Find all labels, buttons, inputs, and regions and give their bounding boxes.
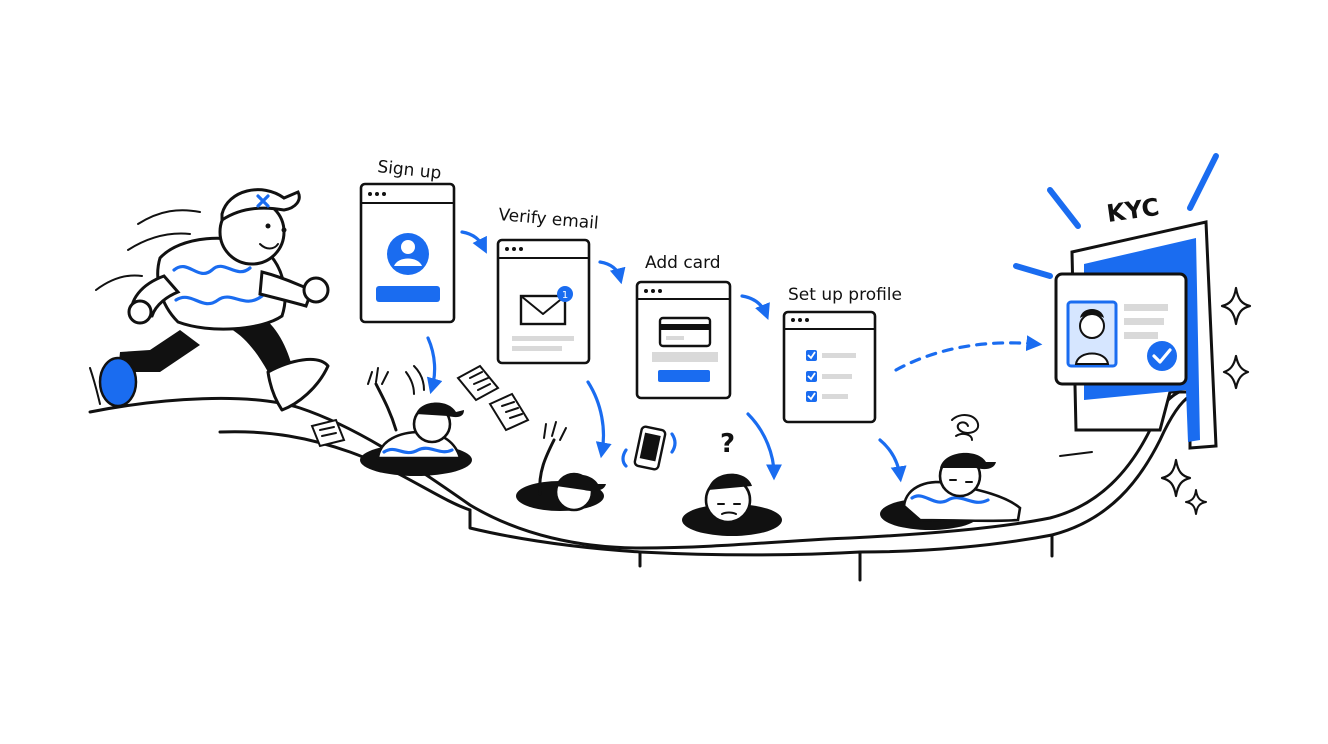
sparkle-icon — [1185, 489, 1207, 515]
drop-off-sign-up — [310, 364, 530, 476]
step-label: Verify email — [498, 205, 600, 234]
winding-path — [88, 386, 1192, 582]
drop-off-verify-email — [516, 421, 677, 512]
notification-badge: 1 — [557, 286, 573, 302]
envelope-icon — [519, 294, 567, 326]
sparkle-icon — [1220, 286, 1252, 326]
flow-arrows — [426, 230, 1043, 483]
check-circle-icon — [1147, 341, 1177, 371]
add-card-button-graphic — [658, 370, 710, 382]
svg-text:1: 1 — [562, 290, 568, 301]
paper-icon — [488, 392, 530, 432]
step-label: Set up profile — [788, 285, 902, 305]
drop-off-set-up-profile — [880, 414, 1022, 530]
checklist-icon — [806, 350, 856, 402]
question-mark: ? — [720, 429, 735, 459]
user-avatar-icon — [387, 233, 429, 275]
sparkle-icon — [1222, 354, 1250, 390]
step-label: Add card — [645, 253, 721, 273]
dizzy-swirl-icon — [951, 414, 980, 441]
drop-off-add-card: ? — [682, 429, 782, 536]
paper-icon — [310, 418, 346, 448]
id-card-icon — [1054, 272, 1188, 386]
step-sign-up: Sign up — [359, 157, 456, 324]
phone-icon — [621, 425, 677, 471]
step-label: Sign up — [376, 157, 442, 184]
step-set-up-profile: Set up profile — [782, 285, 902, 424]
sign-up-button-graphic — [376, 286, 440, 302]
step-verify-email: Verify email 1 — [496, 205, 600, 365]
paper-icon — [456, 364, 500, 402]
goal-label: KYC — [1105, 193, 1161, 228]
sparkle-icon — [1160, 458, 1192, 498]
credit-card-icon — [658, 316, 712, 348]
goal-kyc: KYC — [1013, 153, 1252, 515]
runner-character — [89, 188, 330, 412]
step-add-card: Add card — [635, 253, 732, 400]
